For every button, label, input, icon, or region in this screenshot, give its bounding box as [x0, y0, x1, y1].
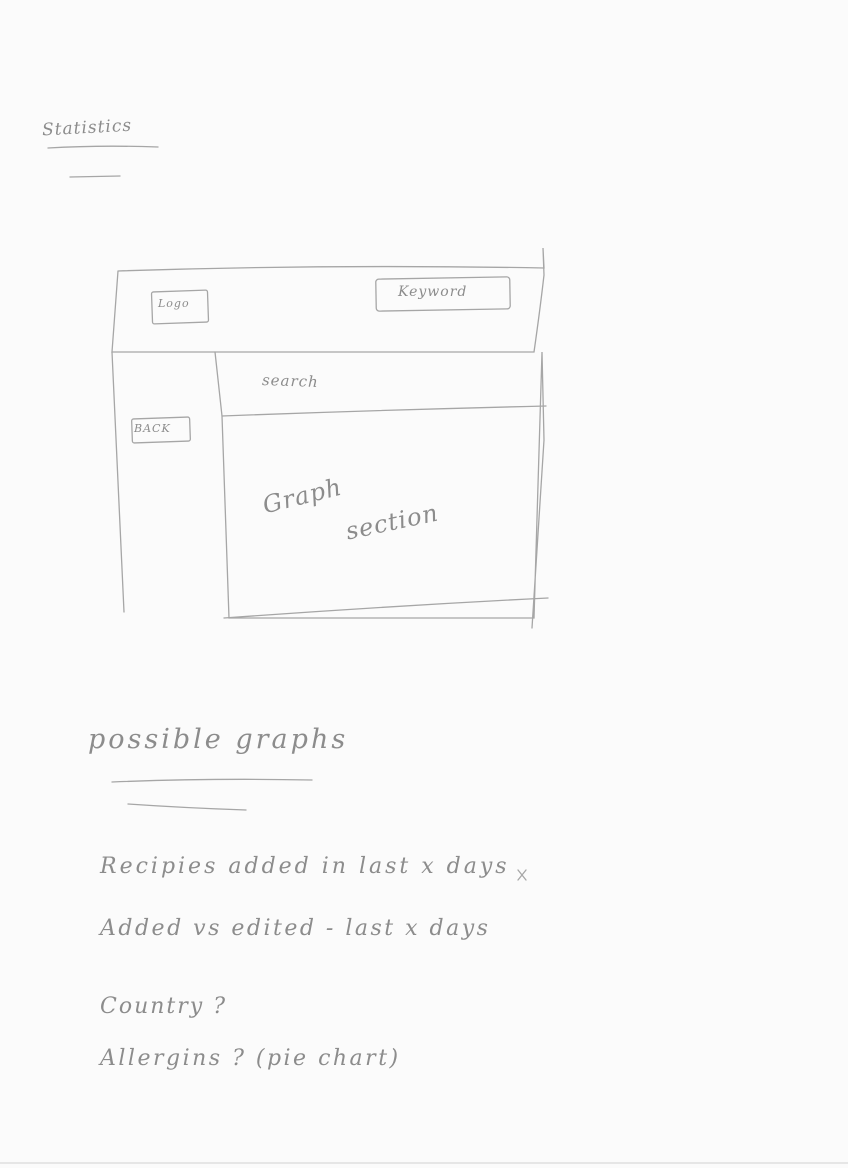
search-bar-divider: [221, 405, 547, 417]
back-box: [131, 416, 191, 444]
wireframe-left-edge: [111, 351, 125, 613]
keyword-field-label: Keyword: [398, 284, 468, 300]
wireframe-header-box: [111, 247, 545, 353]
graph-idea-item: Recipies added in last x days: [100, 854, 510, 879]
back-button-label: BACK: [134, 422, 171, 435]
possible-graphs-underline-2: [127, 803, 247, 811]
graph-idea-item: Allergins ? (pie chart): [100, 1046, 401, 1071]
graph-idea-item: Added vs edited - last x days: [100, 916, 491, 941]
logo-box: [150, 289, 210, 325]
title-short-underline: [69, 175, 121, 178]
search-bar-label: search: [261, 371, 320, 391]
keyword-box: [375, 276, 511, 312]
title-underline: [47, 145, 159, 149]
possible-graphs-heading: possible graphs: [88, 724, 349, 755]
graph-idea-item: Country ?: [100, 994, 227, 1019]
graph-area-bottom: [223, 597, 549, 619]
possible-graphs-underline: [111, 778, 313, 783]
logo-label: Logo: [158, 297, 190, 310]
idea-x-mark: [517, 869, 527, 881]
